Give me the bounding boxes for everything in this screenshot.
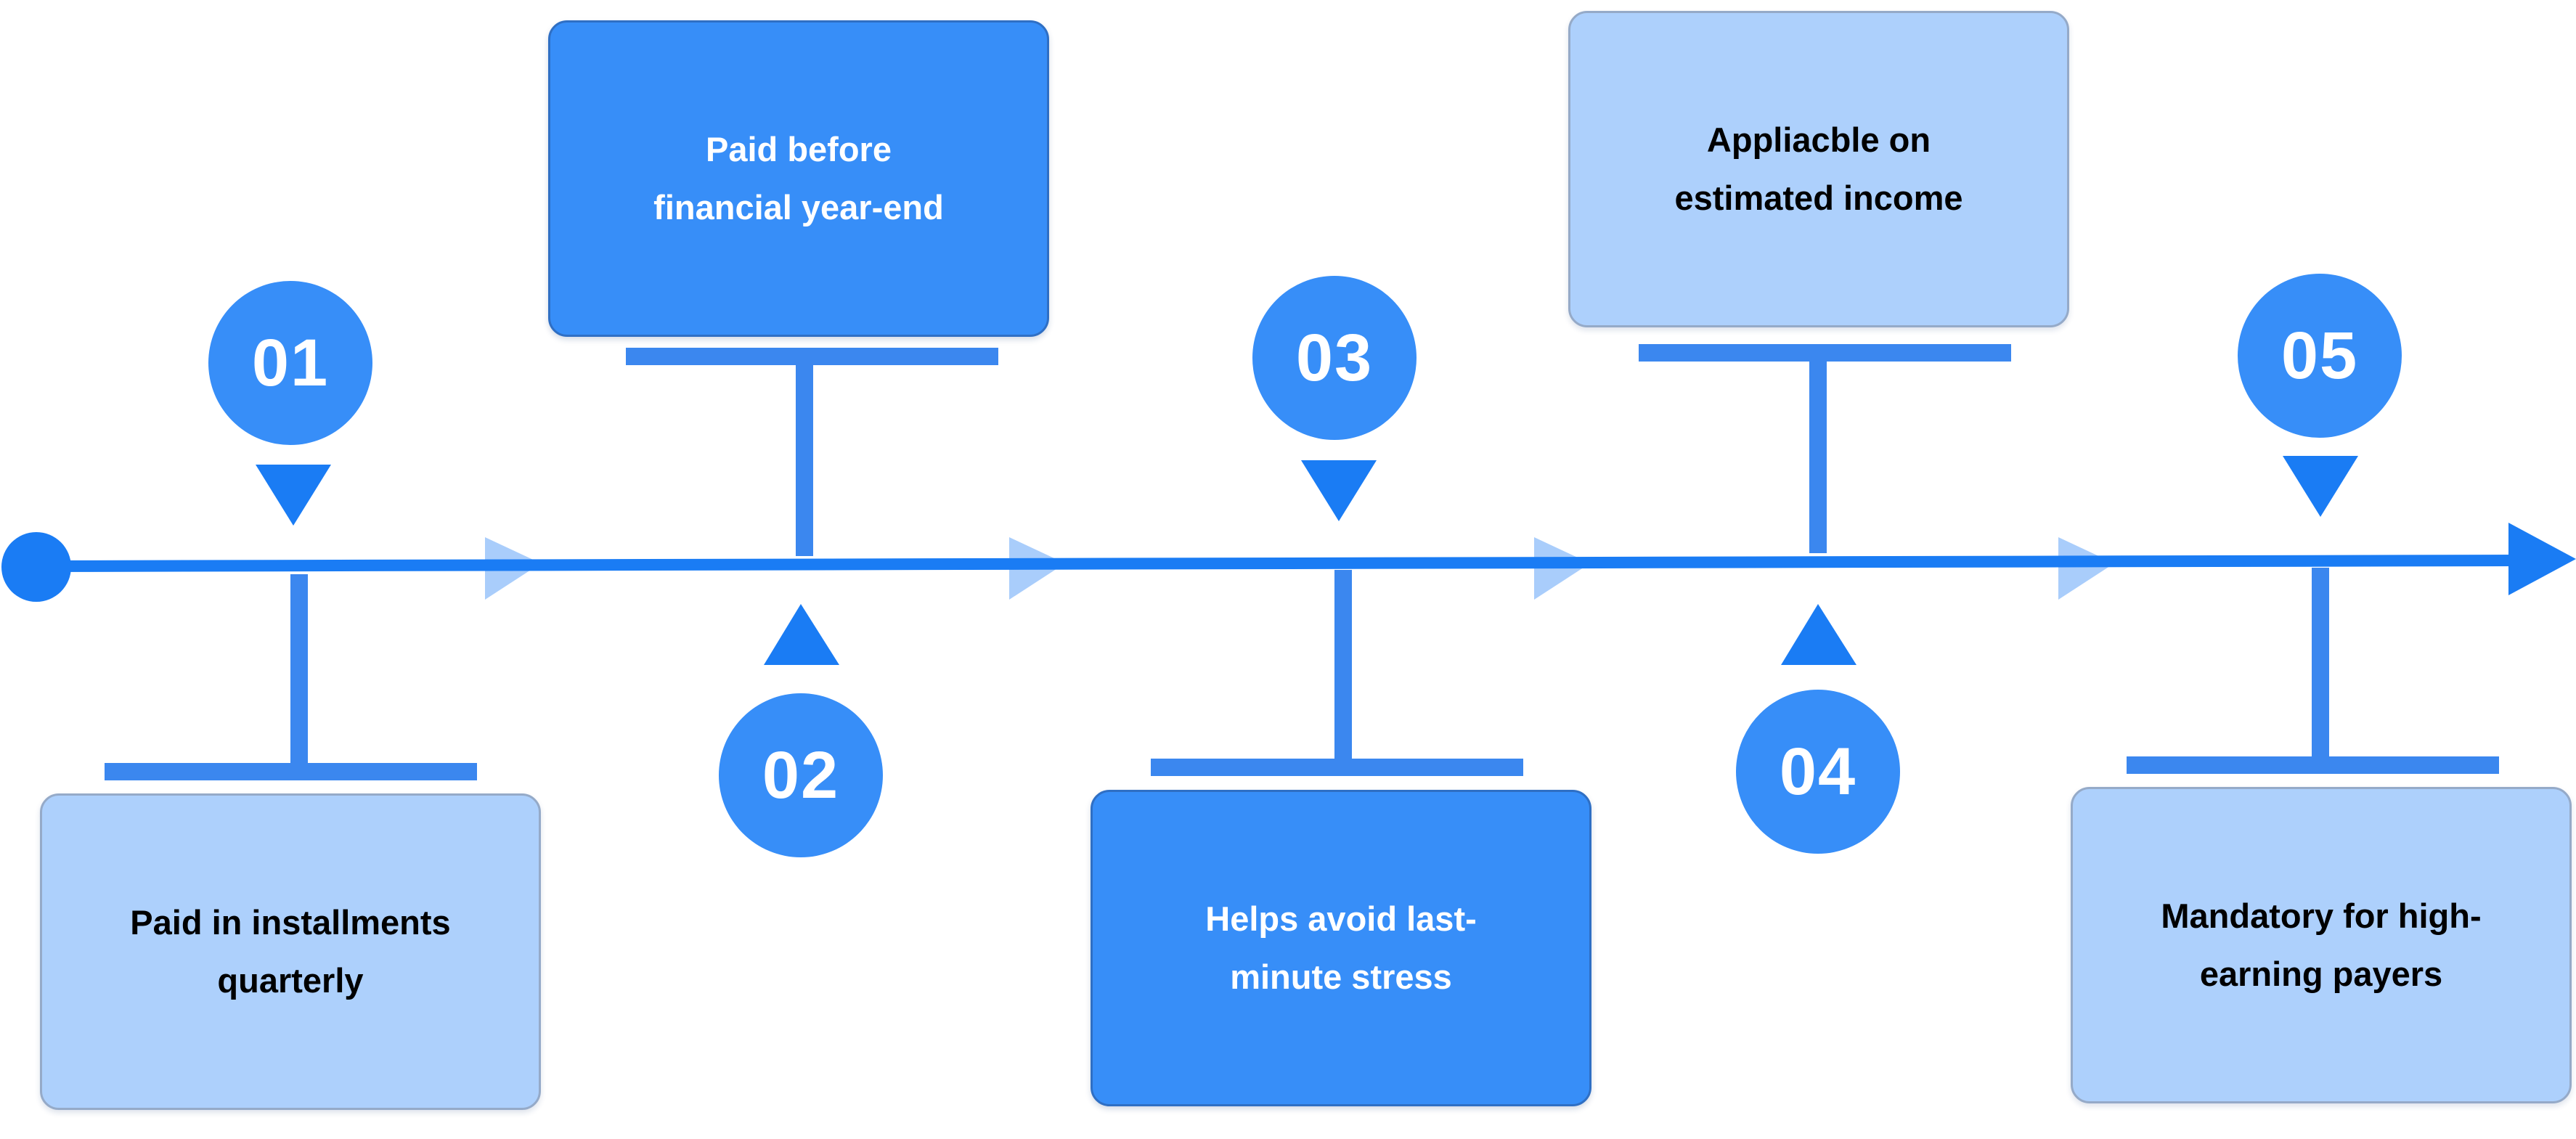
step-card-03: Helps avoid last- minute stress — [1091, 790, 1591, 1106]
timeline-arrowhead-icon — [2508, 523, 2576, 595]
pointer-down-icon — [2283, 456, 2358, 517]
step-card-02: Paid before financial year-end — [548, 20, 1049, 337]
pointer-down-icon — [1301, 460, 1377, 521]
timeline-axis — [36, 555, 2520, 572]
step-card-text: Paid before financial year-end — [653, 130, 944, 226]
step-badge-04: 04 — [1736, 690, 1900, 854]
timeline-start-dot — [1, 532, 71, 602]
connector-bar-02 — [626, 348, 998, 365]
chevron-arrow-icon — [2058, 537, 2114, 600]
step-card-text: Mandatory for high- earning payers — [2161, 897, 2482, 993]
connector-stem-03 — [1334, 570, 1352, 762]
step-badge-01: 01 — [208, 281, 372, 445]
step-badge-02: 02 — [719, 693, 883, 857]
connector-bar-05 — [2127, 756, 2499, 774]
step-card-text: Helps avoid last- minute stress — [1205, 899, 1477, 996]
pointer-down-icon — [256, 465, 331, 526]
pointer-up-icon — [1781, 604, 1856, 665]
step-card-text: Paid in installments quarterly — [130, 903, 451, 1000]
connector-bar-03 — [1151, 759, 1523, 776]
connector-stem-02 — [796, 363, 813, 556]
step-card-text: Appliacble on estimated income — [1674, 121, 1963, 217]
connector-stem-04 — [1809, 359, 1827, 553]
step-badge-03: 03 — [1252, 276, 1417, 440]
step-card-05: Mandatory for high- earning payers — [2071, 787, 2572, 1103]
pointer-up-icon — [764, 604, 839, 665]
connector-bar-01 — [105, 763, 477, 780]
step-card-01: Paid in installments quarterly — [40, 793, 541, 1110]
step-badge-05: 05 — [2238, 274, 2402, 438]
step-card-04: Appliacble on estimated income — [1568, 11, 2069, 327]
connector-stem-01 — [290, 574, 308, 764]
connector-stem-05 — [2312, 568, 2329, 760]
